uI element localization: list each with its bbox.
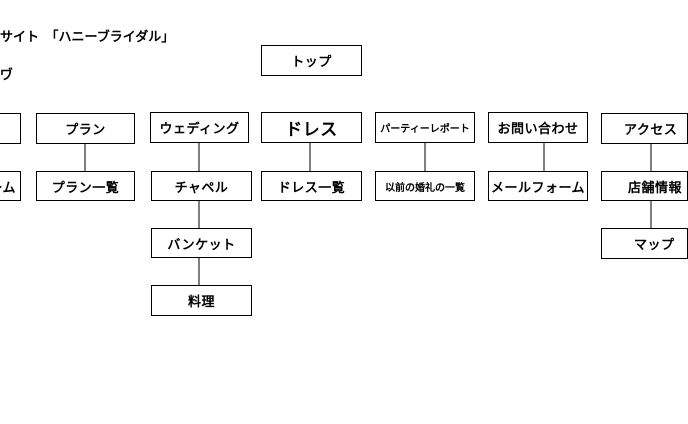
node-wedding: ウェディング <box>150 112 249 143</box>
node-party-report: パーティーレポート <box>375 112 475 143</box>
node-map: マップ <box>601 228 688 259</box>
subtitle-fragment: ヷ <box>0 68 14 83</box>
node-plan: プラン <box>36 113 135 144</box>
node-chapel: チャペル <box>151 171 252 201</box>
node-access: アクセス <box>601 113 688 144</box>
node-banquet: バンケット <box>151 228 252 258</box>
node-store-info: 店舗情報 <box>601 171 688 201</box>
site-title: サイト 「ハニーブライダル」 <box>0 30 175 45</box>
node-left-cut-1 <box>0 113 21 144</box>
node-dress: ドレス <box>261 112 362 143</box>
node-cuisine: 料理 <box>151 285 252 316</box>
node-left-cut-2: ーム <box>0 171 21 201</box>
node-contact: お問い合わせ <box>488 112 588 143</box>
node-mail-form: メールフォーム <box>488 171 588 201</box>
node-top: トップ <box>261 45 362 76</box>
node-past-weddings: 以前の婚礼の一覧 <box>375 171 475 201</box>
node-plan-list: プラン一覧 <box>36 171 135 201</box>
node-dress-list: ドレス一覧 <box>261 171 362 201</box>
